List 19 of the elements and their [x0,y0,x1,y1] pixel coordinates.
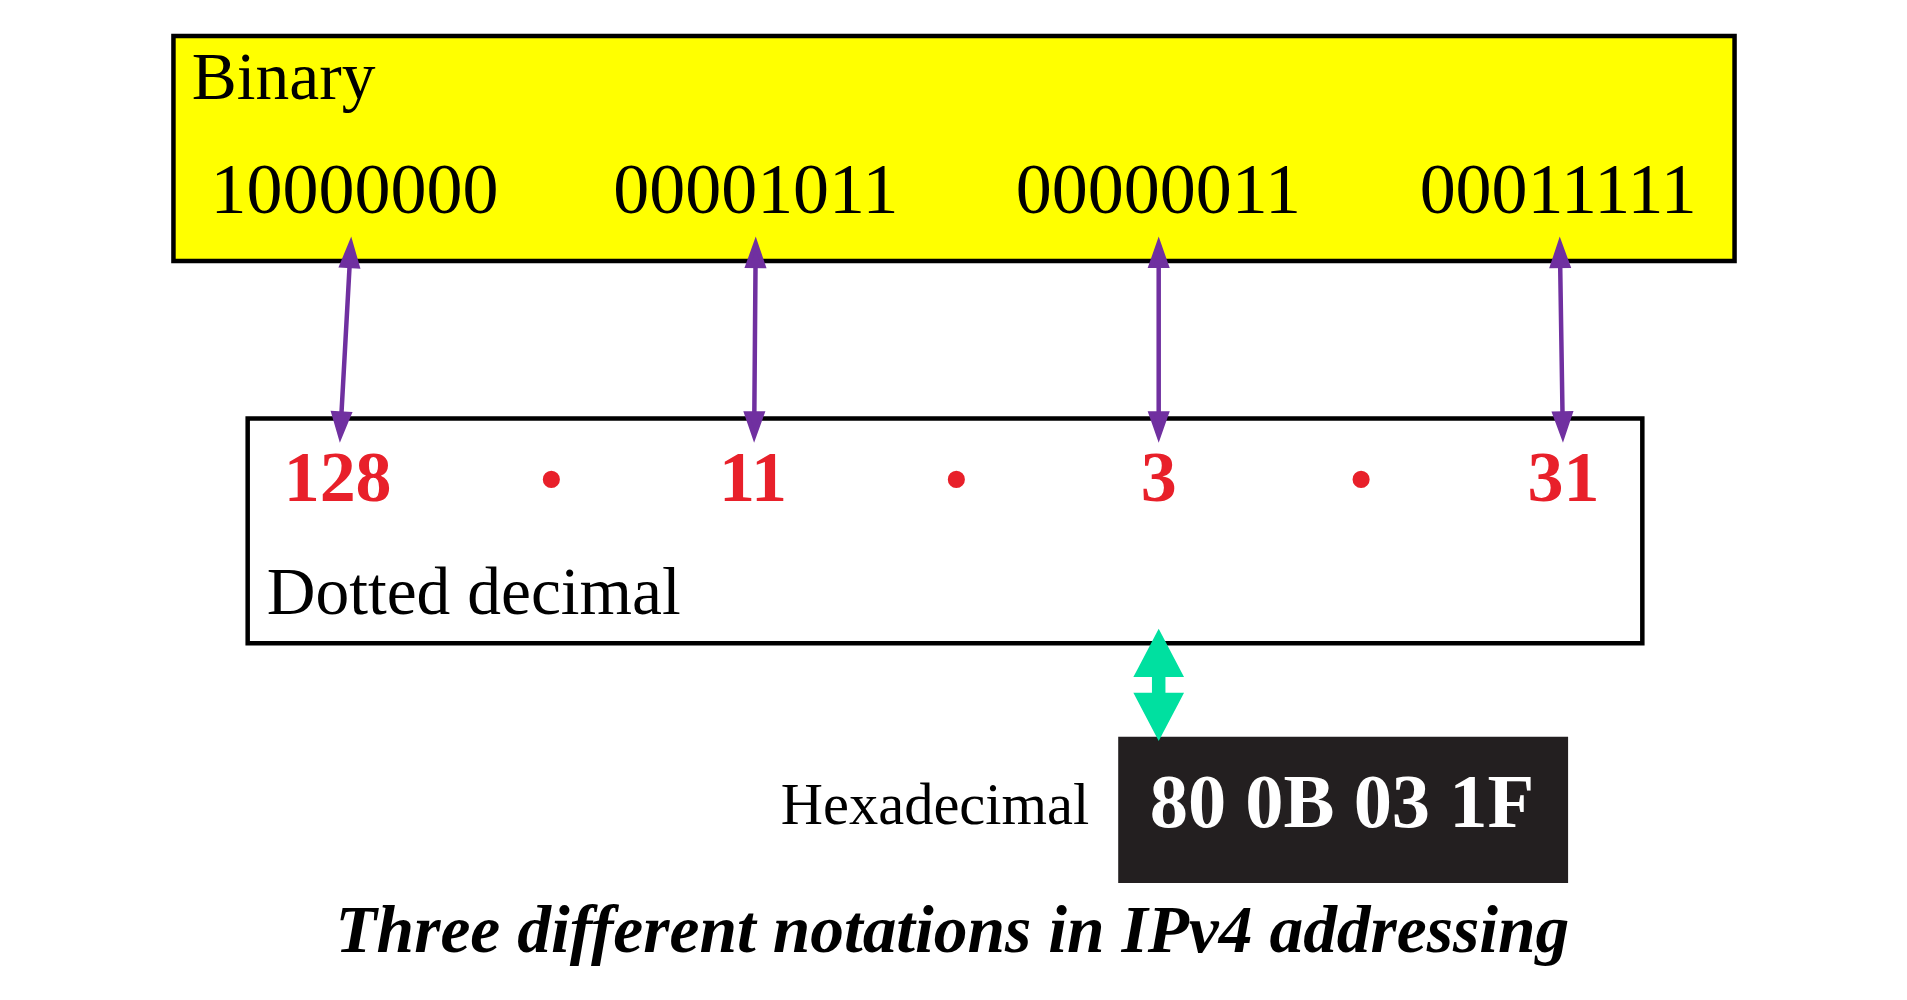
label: • [538,438,564,519]
node-label: Hexadecimal [780,771,1089,837]
label: • [943,438,969,519]
label: • [1348,438,1374,519]
node-text: 00000011 [1015,148,1301,229]
arrow [1147,236,1170,443]
node-text: 3 [1140,436,1177,517]
arrow [330,236,360,443]
node-box: 80 0B 03 1F [1117,736,1568,883]
caption: Three different notations in IPv4 addressing [334,891,1569,967]
node-text: 00001011 [612,148,898,229]
arrow [742,236,767,443]
node-text: 10000000 [210,148,498,229]
node-text: 31 [1527,436,1600,517]
arrow [1548,236,1574,443]
node-text: 00011111 [1419,148,1697,229]
arrow [1132,628,1184,741]
node-text: 11 [718,436,787,517]
node-text: 128 [283,436,392,517]
